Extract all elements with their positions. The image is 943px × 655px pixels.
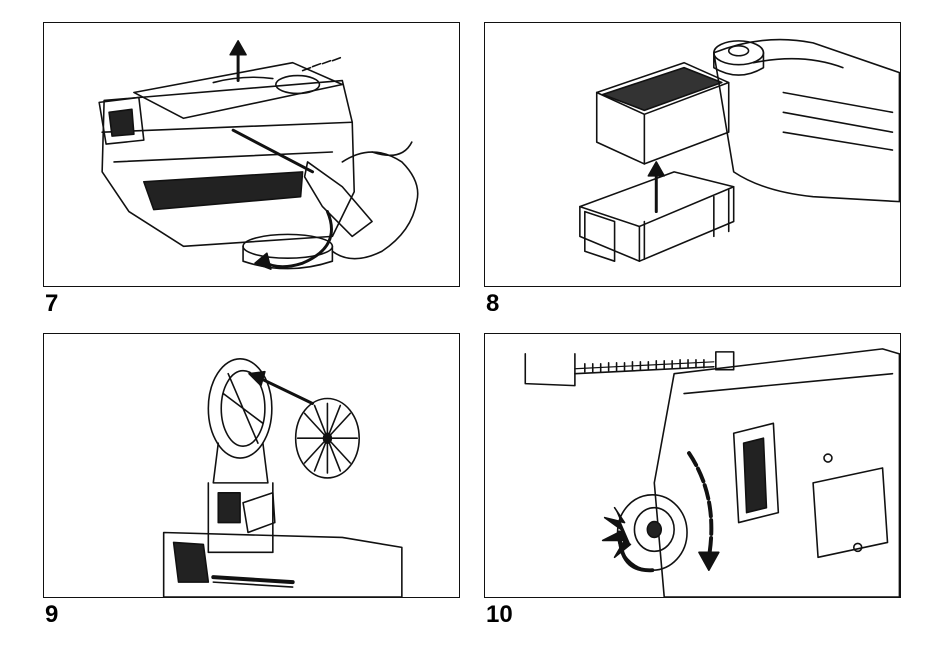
figure-10-illustration xyxy=(524,348,900,597)
figure-10-panel xyxy=(484,333,901,598)
figure-9-panel xyxy=(43,333,460,598)
figure-9-illustration xyxy=(162,358,403,597)
figure-7-illustration xyxy=(98,40,419,270)
figure-9-label: 9 xyxy=(45,601,59,628)
figure-8-panel xyxy=(484,22,901,287)
figure-7-panel xyxy=(43,22,460,287)
figure-7-label: 7 xyxy=(45,290,59,317)
figure-10-label: 10 xyxy=(486,601,513,628)
figure-8-label: 8 xyxy=(486,290,500,317)
figure-8-illustration xyxy=(579,38,900,262)
